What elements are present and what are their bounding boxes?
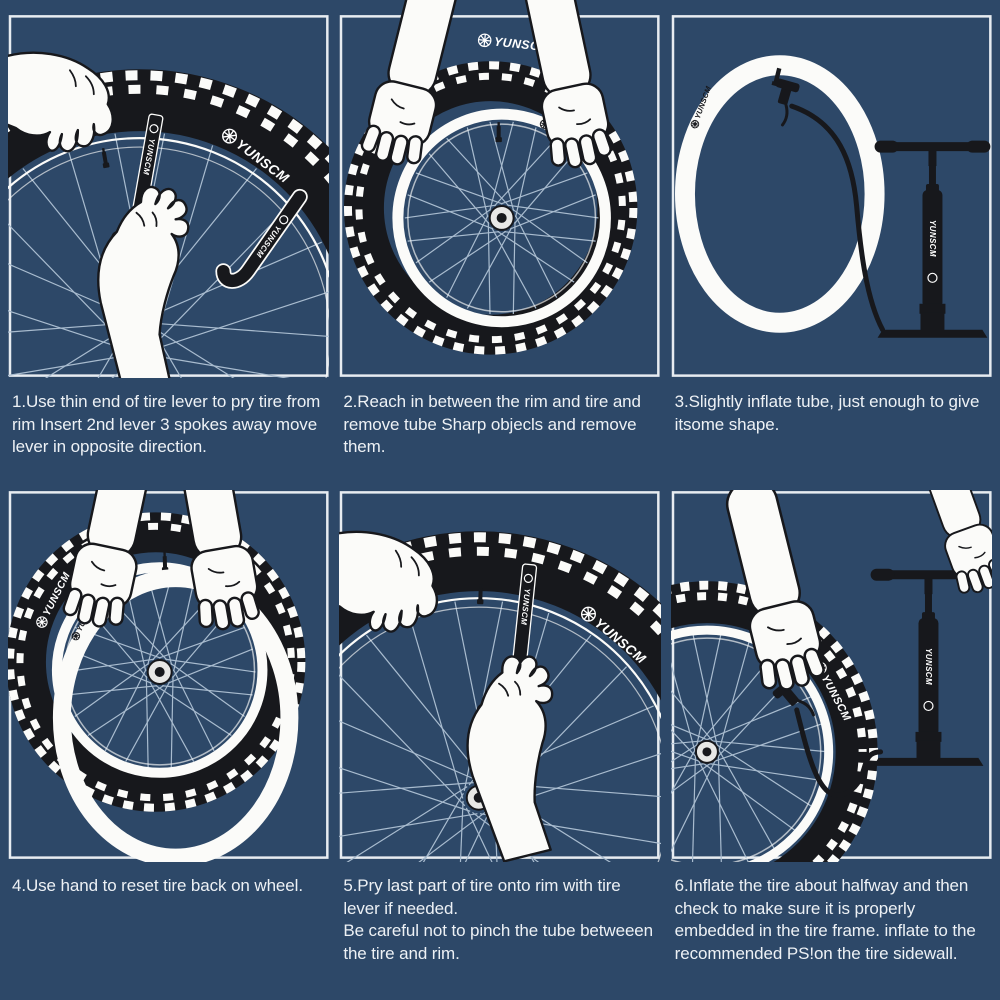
tire	[339, 531, 661, 700]
hand-on-pump-handle	[905, 490, 992, 600]
panel-step-5	[339, 490, 661, 862]
tire	[670, 581, 878, 862]
caption-step-1: 1.Use thin end of tire lever to pry tire…	[12, 392, 321, 457]
panel-step-4	[8, 490, 329, 862]
caption-step-6: 6.Inflate the tire about halfway and the…	[674, 876, 976, 963]
inner-tube	[674, 55, 885, 333]
wheel-rim	[670, 625, 833, 862]
tire-tread	[344, 61, 638, 355]
panel-step-2	[339, 0, 660, 378]
wheel-rim	[51, 562, 268, 778]
hand-holding-lever	[445, 647, 592, 862]
right-hand	[164, 490, 265, 635]
caption-step-5: 5.Pry last part of tire onto rim with ti…	[343, 876, 654, 963]
hand-holding-lever	[84, 181, 212, 378]
pump-hose	[788, 103, 885, 333]
floor-pump	[869, 568, 987, 767]
panel-frame	[671, 15, 992, 377]
caption-step-2: 2.Reach in between the rim and tire and …	[343, 392, 641, 457]
wheel-rim	[8, 137, 330, 280]
panel-step-3	[671, 0, 992, 378]
tire-being-reset	[52, 569, 299, 862]
floor-pump	[873, 140, 991, 339]
valve-stem	[495, 122, 503, 143]
valve-stem	[161, 552, 169, 573]
tire-tread	[339, 532, 661, 619]
caption-step-3: 3.Slightly inflate tube, just enough to …	[674, 392, 980, 434]
tire	[8, 69, 330, 256]
pump-hose	[793, 707, 883, 798]
tire	[344, 61, 638, 355]
wheel-spokes	[405, 121, 599, 315]
left-hand	[59, 490, 167, 633]
pump-chuck	[763, 76, 802, 129]
caption-step-4: 4.Use hand to reset tire back on wheel.	[12, 876, 303, 895]
tire-lever-hooked	[221, 185, 304, 289]
panel-step-1	[8, 0, 330, 378]
tire-tread	[8, 512, 306, 812]
panel-frame	[340, 15, 660, 377]
panel-step-6	[670, 490, 992, 862]
wheel-rim	[392, 108, 612, 328]
